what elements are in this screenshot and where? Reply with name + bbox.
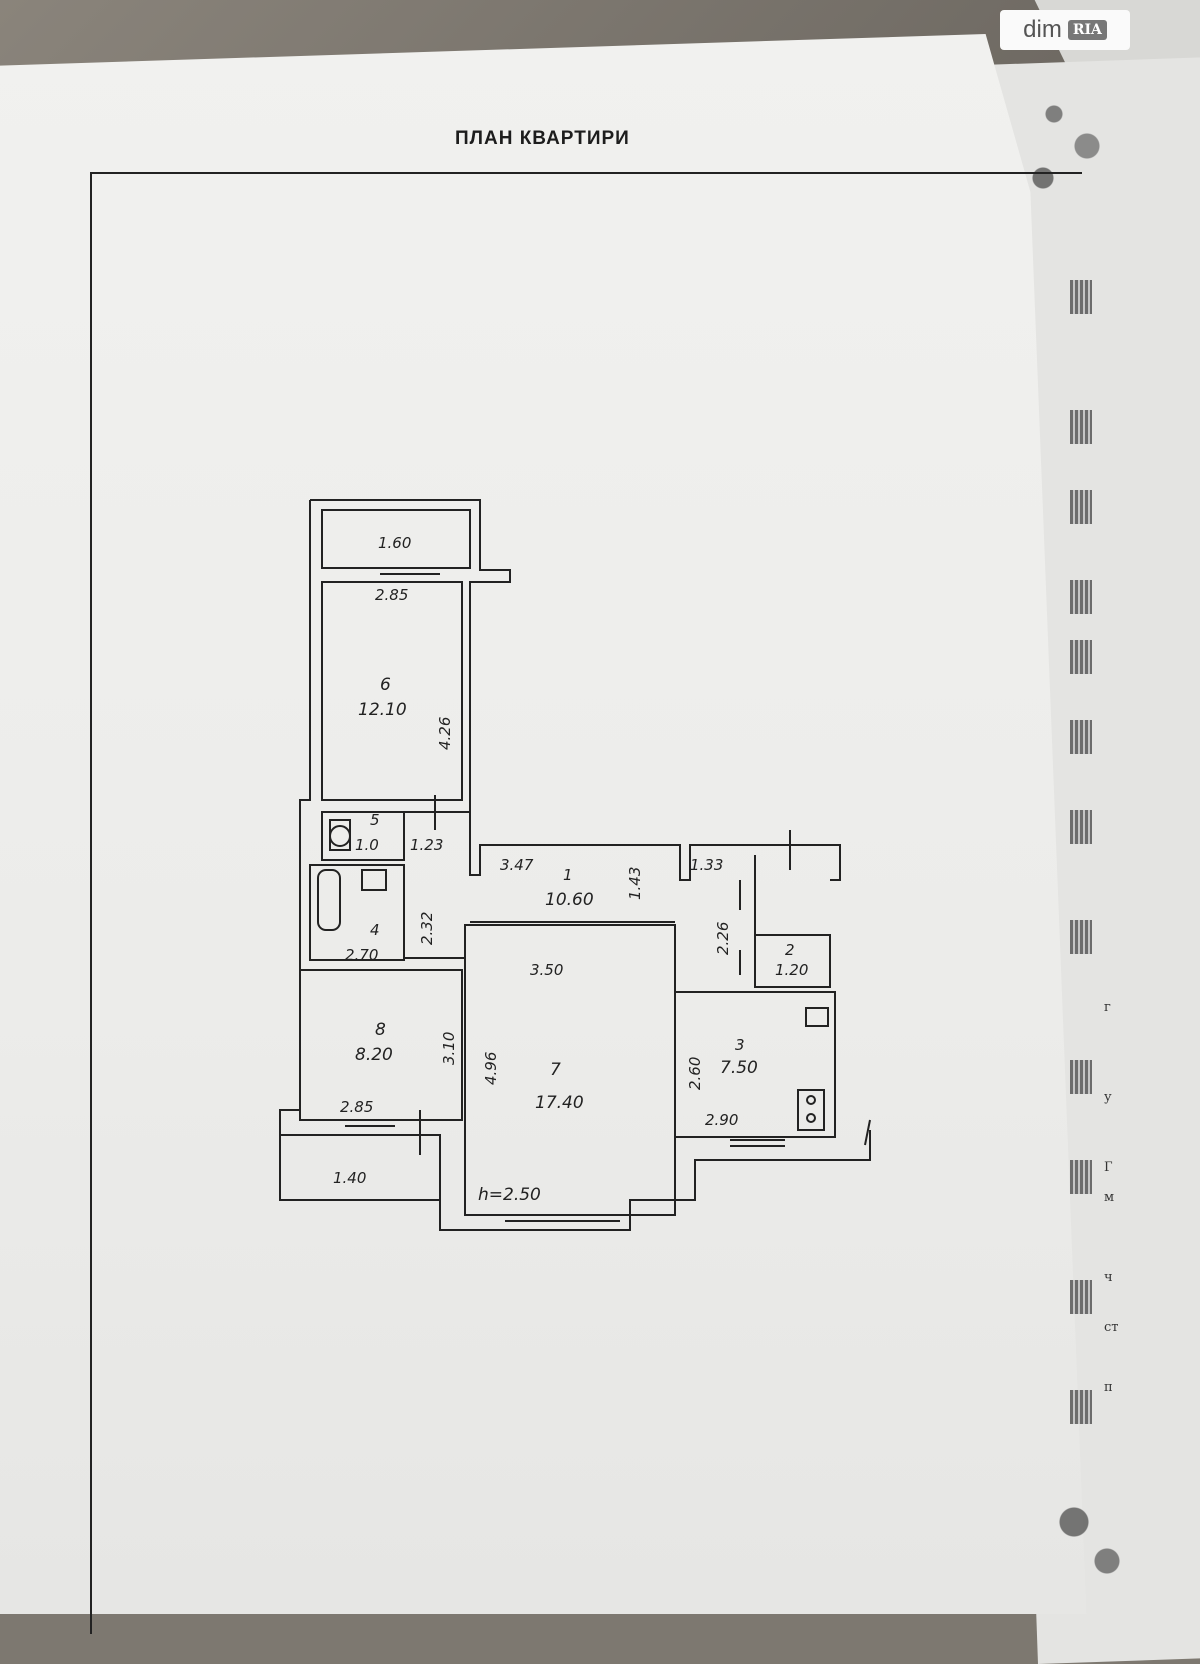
room5-number: 5 <box>370 811 380 829</box>
room3-length-dim: 2.60 <box>686 1057 704 1090</box>
room1-width-dim: 1.43 <box>626 867 644 900</box>
room8-width-dim: 2.85 <box>340 1098 373 1116</box>
security-mark <box>1070 1390 1092 1424</box>
security-mark <box>1070 720 1092 754</box>
security-mark <box>1070 410 1092 444</box>
corridor-width-dim: 1.33 <box>690 856 723 874</box>
bathtub-icon <box>317 869 341 931</box>
room6-width-dim: 2.85 <box>375 586 408 604</box>
balcony-top-area: 1.60 <box>378 534 411 552</box>
security-mark <box>1070 1280 1092 1314</box>
room7-width-dim: 3.50 <box>530 961 563 979</box>
side-letter: п <box>1104 1380 1113 1395</box>
side-security-marks <box>1070 280 1110 1480</box>
room5-area: 1.0 <box>355 836 379 854</box>
room3-area: 7.50 <box>720 1058 758 1078</box>
outer-wall <box>279 500 871 1231</box>
security-mark <box>1070 280 1092 314</box>
dim-tick <box>864 1119 871 1146</box>
side-letter: у <box>1104 1090 1112 1105</box>
balcony-bottom-area: 1.40 <box>333 1169 366 1187</box>
security-mark <box>1070 1060 1092 1094</box>
room2-length-dim: 2.26 <box>714 922 732 955</box>
plan-frame <box>90 172 1082 1634</box>
security-mark <box>1070 810 1092 844</box>
side-letter: г <box>1104 1000 1111 1015</box>
document-sheet <box>0 34 1087 1614</box>
room-2 <box>754 934 831 988</box>
toilet-icon <box>329 825 351 847</box>
room7-length-dim: 4.96 <box>482 1052 500 1085</box>
room-6 <box>321 581 463 801</box>
room1-length-dim: 3.47 <box>500 856 534 874</box>
room3-width-dim: 2.90 <box>705 1111 738 1129</box>
room8-length-dim: 3.10 <box>440 1032 458 1065</box>
floor-plan: 1.60 2.85 6 12.10 4.26 5 1.0 1.23 3.47 1… <box>279 499 871 1231</box>
room6-number: 6 <box>380 675 391 695</box>
side-letter: ст <box>1104 1320 1119 1335</box>
room2-number: 2 <box>785 941 795 959</box>
watermark-logo: dim RIA <box>1000 10 1130 50</box>
room3-number: 3 <box>735 1036 745 1054</box>
room-3 <box>674 991 836 1138</box>
burner-icon <box>806 1113 816 1123</box>
room7-area: 17.40 <box>535 1093 584 1113</box>
ornament-bottom <box>1030 1470 1140 1600</box>
outer-wall <box>310 499 841 881</box>
toilet-tank <box>329 819 351 851</box>
side-letter: Г <box>1104 1160 1113 1175</box>
sink-icon <box>805 1007 829 1027</box>
room8-area: 8.20 <box>355 1045 393 1065</box>
side-letter: м <box>1104 1190 1115 1205</box>
room4-number: 4 <box>370 921 380 939</box>
watermark-text: dim <box>1023 16 1062 43</box>
security-mark <box>1070 640 1092 674</box>
room6-length-dim: 4.26 <box>436 717 454 750</box>
ceiling-height: h=2.50 <box>478 1185 541 1205</box>
room-5 <box>321 811 405 861</box>
room7-number: 7 <box>550 1060 561 1080</box>
room5-width-dim: 1.23 <box>410 836 443 854</box>
room4-length-dim: 2.32 <box>418 912 436 945</box>
room1-number: 1 <box>563 866 573 884</box>
security-mark <box>1070 580 1092 614</box>
balcony-bottom <box>279 1134 441 1201</box>
room4-width-dim: 2.70 <box>345 946 378 964</box>
security-mark <box>1070 490 1092 524</box>
watermark-badge: RIA <box>1067 20 1107 40</box>
room6-area: 12.10 <box>358 700 407 720</box>
security-mark <box>1070 1160 1092 1194</box>
burner-icon <box>806 1095 816 1105</box>
room8-number: 8 <box>375 1020 386 1040</box>
document-title: ПЛАН КВАРТИРИ <box>455 128 630 149</box>
side-letter: ч <box>1104 1270 1113 1285</box>
room2-width-dim: 1.20 <box>775 961 808 979</box>
sink-icon <box>361 869 387 891</box>
ornament-top <box>1010 50 1120 210</box>
stove-icon <box>797 1089 825 1131</box>
room1-area: 10.60 <box>545 890 594 910</box>
security-mark <box>1070 920 1092 954</box>
room-4 <box>309 864 405 961</box>
